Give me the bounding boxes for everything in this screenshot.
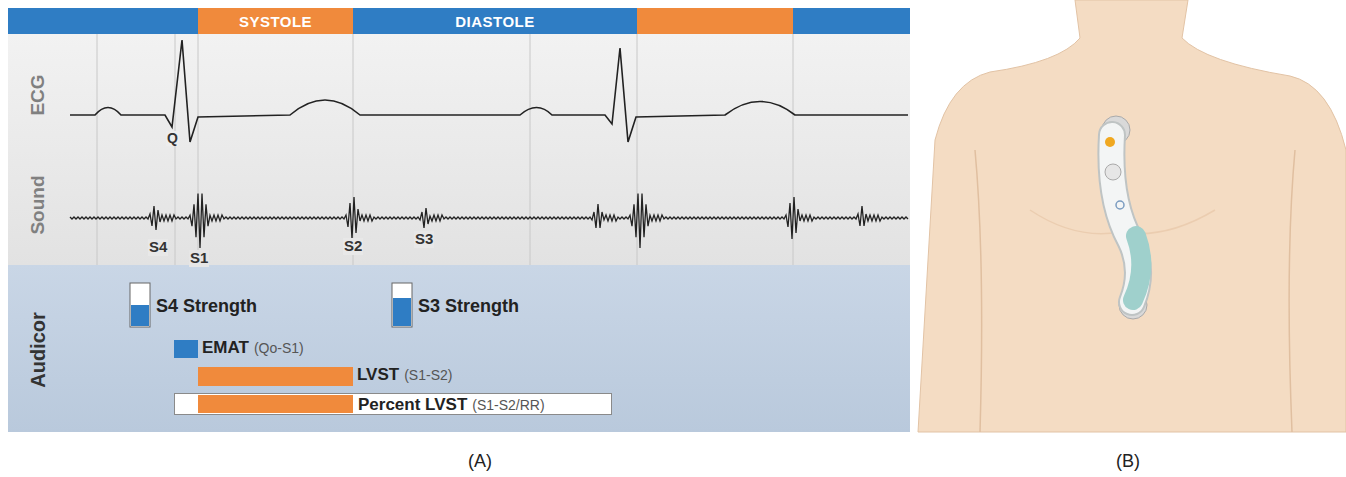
emat-bar <box>174 340 198 358</box>
strength-gauge <box>130 283 150 327</box>
strength-fill <box>393 298 411 326</box>
phase-band: SYSTOLE <box>198 8 353 34</box>
label-row: EMAT (Qo-S1) <box>202 338 304 358</box>
arm-line <box>975 150 1295 432</box>
metric-formula: (S1-S2) <box>404 367 452 383</box>
waveform-panel <box>8 34 910 265</box>
device-button <box>1105 164 1121 180</box>
phase-band: DIASTOLE <box>353 8 637 34</box>
lvst-bar <box>198 367 353 386</box>
metric-formula: (S1-S2/RR) <box>472 397 544 413</box>
lvst-bar <box>198 395 353 413</box>
metric-name: S3 Strength <box>418 297 519 317</box>
metric-name: Percent LVST <box>358 395 467 415</box>
sensor-cable <box>1133 236 1141 300</box>
phase-label: SYSTOLE <box>239 13 312 30</box>
phase-band <box>793 8 910 34</box>
sound-trace <box>70 194 908 249</box>
phase-band <box>637 8 793 34</box>
grid-lines <box>97 34 793 265</box>
strength-fill <box>131 305 149 326</box>
metric-name: LVST <box>357 365 399 385</box>
ecg-trace <box>70 40 908 142</box>
bar-label: Percent LVST (S1-S2/RR) <box>358 395 545 415</box>
torso <box>918 0 1346 432</box>
row-label: Audicor <box>27 312 49 388</box>
row-label: Sound <box>28 175 49 234</box>
phase-label: DIASTOLE <box>455 13 535 30</box>
metric-name: S4 Strength <box>156 297 257 317</box>
metric-formula: (Qo-S1) <box>254 340 304 356</box>
panel-caption: (B) <box>1116 452 1140 472</box>
metric-name: EMAT <box>202 338 249 358</box>
row-label: ECG <box>28 74 49 115</box>
heart-sound-label: S3 <box>414 231 434 248</box>
indicator-led <box>1105 137 1115 147</box>
device-logo <box>1116 201 1124 209</box>
heart-sound-label: S2 <box>343 238 363 255</box>
label-row: LVST (S1-S2) <box>357 365 452 385</box>
wave-point: Q <box>166 131 179 146</box>
sound-trace <box>70 194 908 249</box>
heart-sound-label: S4 <box>148 239 168 256</box>
phase-band <box>8 8 198 34</box>
heart-sound-label: S1 <box>189 250 209 267</box>
audicor-panel <box>8 265 910 432</box>
panel-caption: (A) <box>468 452 492 472</box>
strength-gauge <box>392 283 412 327</box>
percent-lvst-box: Percent LVST (S1-S2/RR) <box>174 393 612 415</box>
